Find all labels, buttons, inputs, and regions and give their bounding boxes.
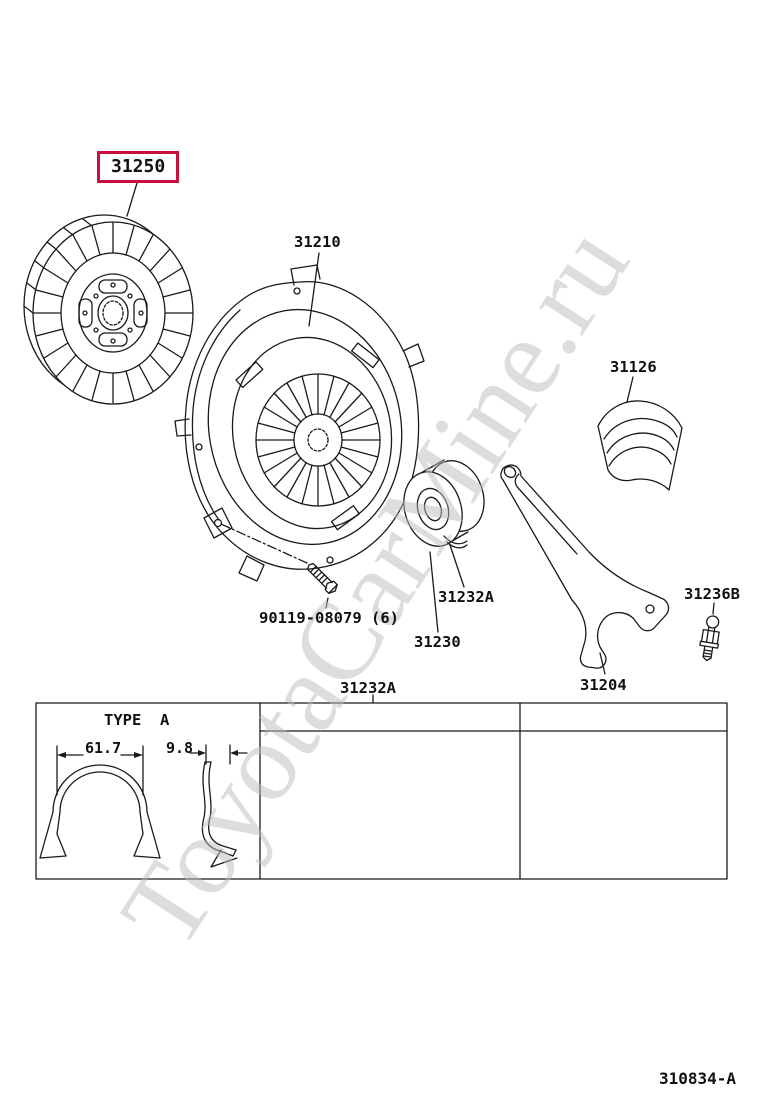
- part-label-flywheel-bolt[interactable]: 90119-08079 (6): [259, 609, 399, 627]
- part-label-fork-pivot-bolt[interactable]: 31236B: [684, 585, 740, 603]
- clutch-cover-drawing: [174, 264, 425, 582]
- part-label-clutch-cover[interactable]: 31210: [294, 233, 341, 251]
- boot-drawing: [597, 400, 683, 491]
- pivot-bolt-drawing: [699, 615, 720, 662]
- clutch-disc-drawing: [23, 214, 194, 405]
- diagram-number: 310834-A: [659, 1069, 737, 1088]
- part-label-clip-type-ref[interactable]: 31232A: [340, 679, 396, 697]
- part-label-release-bearing[interactable]: 31230: [414, 633, 461, 651]
- part-label-boot[interactable]: 31126: [610, 358, 657, 376]
- highlighted-part-callout[interactable]: 31250: [97, 151, 180, 183]
- leader-lines: [126, 182, 715, 703]
- part-label-release-fork[interactable]: 31204: [580, 676, 627, 694]
- release-bearing-drawing: [403, 459, 485, 549]
- bearing-clip-drawing: [443, 535, 468, 549]
- flywheel-bolt-drawing: [220, 523, 338, 594]
- dim-value-9-8: 9.8: [166, 739, 194, 757]
- dimension-9-8: [189, 744, 248, 765]
- part-label-bearing-clip[interactable]: 31232A: [438, 588, 494, 606]
- type-a-heading: TYPE A: [104, 711, 170, 729]
- part-label-clutch-disc: 31250: [111, 156, 166, 177]
- dimension-61-7: [56, 745, 144, 796]
- release-fork-drawing: [500, 464, 670, 669]
- spec-table-drawing: [35, 702, 728, 880]
- dim-value-61-7: 61.7: [85, 739, 122, 757]
